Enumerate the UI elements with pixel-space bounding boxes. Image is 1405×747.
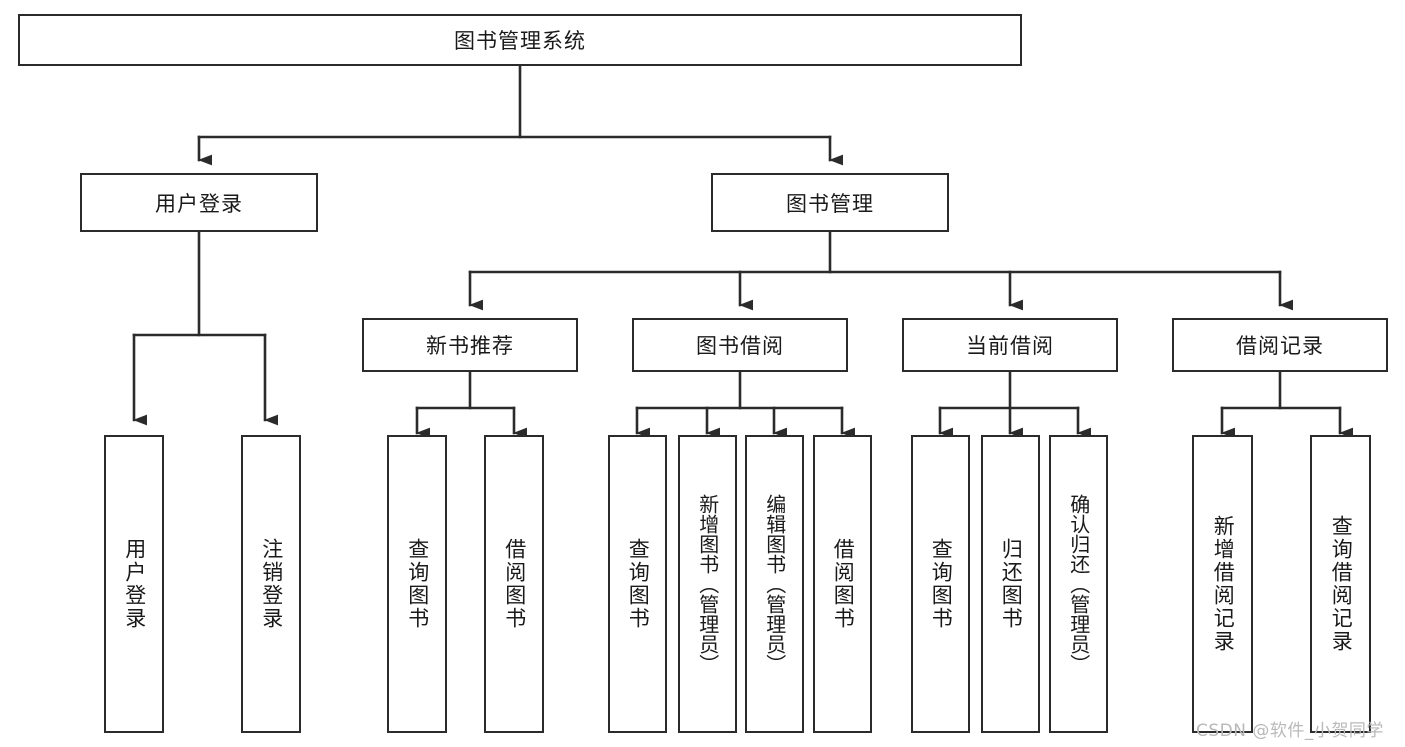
leaf-label: 用户登录 [122,538,147,630]
node-book-management[interactable]: 图书管理 [711,173,949,232]
node-current-borrow[interactable]: 当前借阅 [902,318,1118,372]
leaf-current-borrow-query[interactable]: 查询图书 [911,435,970,733]
leaf-user-login-logout[interactable]: 注销登录 [241,435,301,733]
leaf-user-login-login[interactable]: 用户登录 [104,435,164,733]
node-book-borrow[interactable]: 图书借阅 [632,318,848,372]
leaf-label: 归还图书 [999,538,1024,630]
leaf-book-borrow-query[interactable]: 查询图书 [608,435,667,733]
leaf-label: 注销登录 [259,538,284,630]
leaf-current-borrow-return[interactable]: 归还图书 [981,435,1040,733]
leaf-new-book-query[interactable]: 查询图书 [387,435,447,733]
leaf-current-borrow-confirm[interactable]: 确认归还（管理员） [1049,435,1108,733]
leaf-label: 新增借阅记录 [1211,515,1236,653]
leaf-label: 查询图书 [626,538,651,630]
leaf-label: 查询借阅记录 [1329,515,1354,653]
leaf-borrow-record-add[interactable]: 新增借阅记录 [1192,435,1253,733]
leaf-label: 借阅图书 [502,538,527,630]
node-user-login[interactable]: 用户登录 [80,173,318,232]
leaf-new-book-borrow[interactable]: 借阅图书 [484,435,544,733]
leaf-book-borrow-edit[interactable]: 编辑图书（管理员） [745,435,804,733]
node-new-book-recommend[interactable]: 新书推荐 [362,318,578,372]
leaf-label: 查询图书 [405,538,430,630]
leaf-label: 编辑图书（管理员） [762,494,787,674]
leaf-label: 查询图书 [929,538,954,630]
leaf-book-borrow-add[interactable]: 新增图书（管理员） [678,435,737,733]
node-root[interactable]: 图书管理系统 [18,14,1022,66]
leaf-book-borrow-borrow[interactable]: 借阅图书 [813,435,872,733]
leaf-label: 新增图书（管理员） [695,494,720,674]
leaf-label: 确认归还（管理员） [1066,494,1091,674]
watermark-text: CSDN @软件_小贺同学 [1196,721,1384,741]
leaf-label: 借阅图书 [831,538,856,630]
leaf-borrow-record-query[interactable]: 查询借阅记录 [1310,435,1371,733]
node-borrow-record[interactable]: 借阅记录 [1172,318,1388,372]
